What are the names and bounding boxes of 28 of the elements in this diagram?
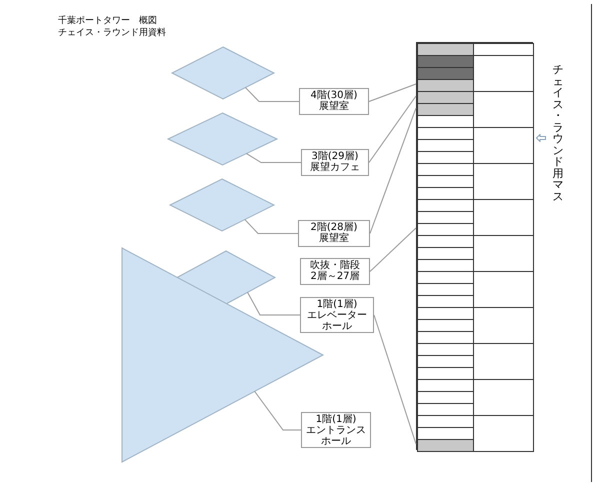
floor-label: 1階(1層)エントランスホール: [301, 412, 371, 448]
leader-line: [244, 87, 300, 102]
vertical-label: チェイス・ラウンド用マス: [552, 64, 564, 202]
leader-line: [374, 314, 416, 444]
leader-line: [368, 84, 416, 102]
subtitle-text: チェイス・ラウンド用資料: [58, 26, 166, 39]
grid-cell: [417, 91, 474, 104]
leader-line: [368, 96, 416, 163]
grid-cell: [417, 439, 474, 452]
diamond-shape: [176, 250, 276, 305]
floor-label: 2階(28層)展望室: [298, 220, 370, 247]
leader-line: [247, 292, 300, 316]
floor-label: 1階(1層)エレベーターホール: [300, 297, 374, 333]
leader-line: [370, 228, 416, 272]
diamond-shape: [168, 178, 276, 232]
grid-frame: [416, 42, 533, 450]
leader-line: [254, 390, 302, 430]
floor-label: 4階(30層)展望室: [299, 88, 369, 115]
grid-cell: [417, 103, 474, 116]
floor-label: 3階(29層)展望カフェ: [301, 149, 369, 176]
leader-line: [370, 108, 416, 234]
leader-line: [246, 153, 302, 163]
floor-label: 吹抜・階段2層～27層: [300, 258, 370, 285]
leader-line: [244, 219, 298, 234]
title-text: 千葉ポートタワー 概図: [58, 14, 157, 27]
diamond-shape: [170, 46, 276, 100]
diamond-shape: [166, 112, 278, 166]
grid-cell: [417, 79, 474, 92]
